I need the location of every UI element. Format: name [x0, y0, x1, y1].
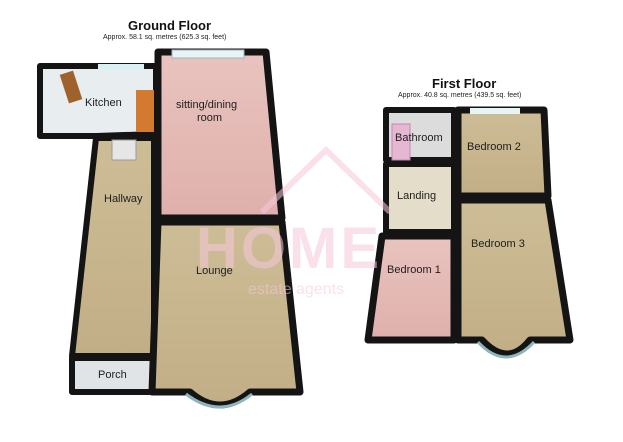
- watermark-tagline: estate agents: [248, 281, 344, 298]
- bedroom1-floor: [364, 232, 458, 344]
- hallway-label: Hallway: [104, 193, 143, 205]
- bedroom2-floor: [454, 106, 552, 200]
- room-labels: Kitchen sitting/dining room Hallway Loun…: [85, 97, 525, 381]
- landing-label: Landing: [397, 190, 436, 202]
- bathroom-label: Bathroom: [395, 132, 443, 144]
- bedroom2-window: [470, 108, 520, 114]
- lounge-bay-window: [185, 392, 253, 409]
- sitting-dining-floor: [154, 48, 286, 222]
- lounge-label: Lounge: [196, 265, 233, 277]
- sitting-window: [171, 49, 245, 59]
- sitting-dining-label-line1: sitting/dining: [176, 99, 237, 111]
- watermark-brand: HOME: [196, 216, 382, 281]
- kitchen-label: Kitchen: [85, 97, 122, 109]
- lounge-floor: [148, 218, 304, 409]
- bedroom1-label: Bedroom 1: [387, 264, 441, 276]
- ground-floor-title: Ground Floor: [128, 18, 212, 33]
- bedroom2-label: Bedroom 2: [467, 141, 521, 153]
- hallway-floor: [69, 135, 157, 359]
- porch-label: Porch: [98, 369, 127, 381]
- bedroom3-floor: [454, 196, 574, 358]
- bedroom3-label: Bedroom 3: [471, 238, 525, 250]
- sitting-dining-label-line2: room: [197, 112, 222, 124]
- watermark-roof-icon: [259, 145, 393, 215]
- kitchen-door: [59, 70, 83, 104]
- ground-floor-plan: [37, 48, 304, 409]
- bath: [391, 123, 411, 161]
- kitchen-window: [98, 64, 144, 70]
- bedroom3-bay-window: [476, 340, 536, 359]
- first-floor-title: First Floor: [432, 76, 497, 91]
- kitchen-counter: [136, 90, 154, 132]
- stairs: [111, 139, 137, 161]
- first-floor-plan: [364, 106, 574, 359]
- ground-floor-area: Approx. 58.1 sq. metres (625.3 sq. feet): [103, 34, 227, 41]
- watermark-logo: HOME estate agents: [196, 145, 393, 298]
- first-floor-area: Approx. 40.8 sq. metres (439.5 sq. feet): [398, 92, 522, 99]
